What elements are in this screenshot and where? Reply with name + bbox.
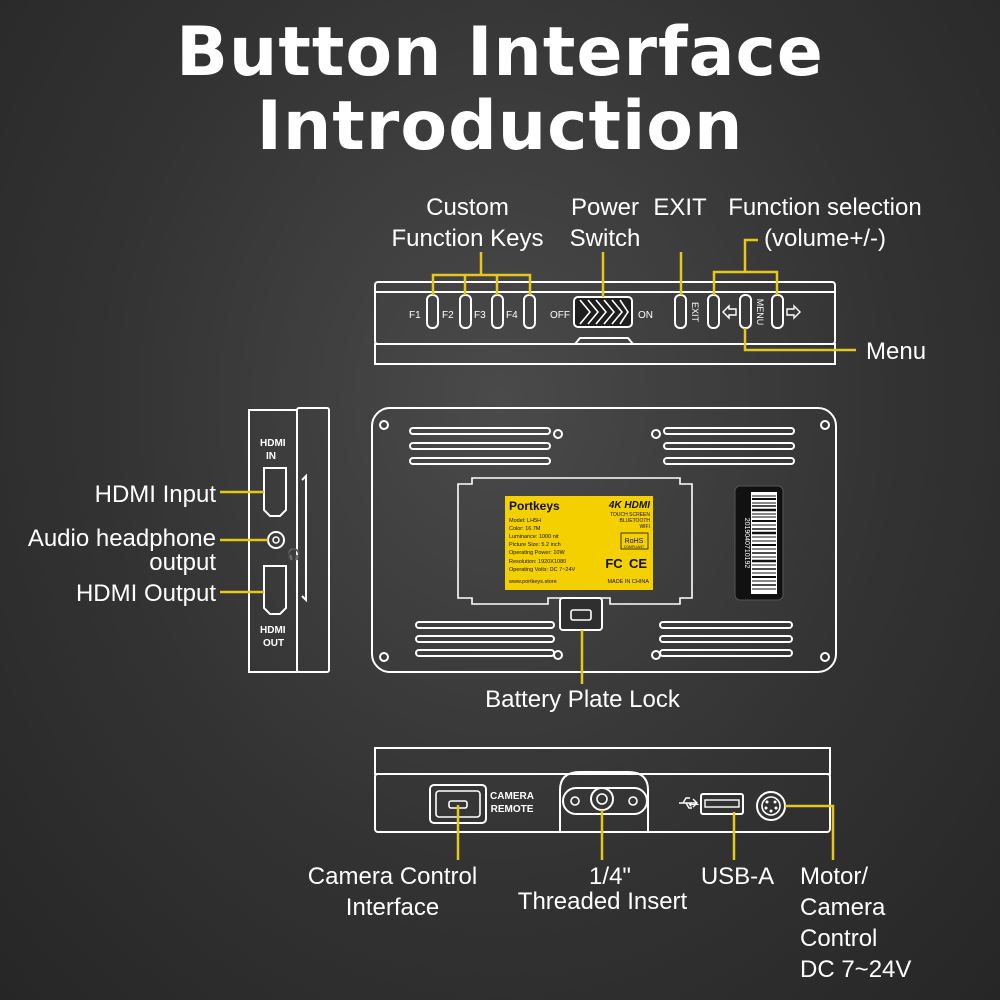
usb-label: USB-A — [700, 863, 775, 890]
right-arrow-icon — [786, 304, 801, 320]
off-text: OFF — [550, 310, 570, 321]
spec-line-4: Operating Power: 10W — [509, 550, 565, 556]
headphone-icon: 🎧 — [287, 548, 301, 561]
headphone-jack[interactable] — [267, 531, 285, 549]
bottom-callout-lines — [456, 804, 835, 860]
menu-button[interactable] — [739, 294, 752, 329]
left-arrow-icon — [722, 304, 737, 320]
thread-label-1: 1/4" — [589, 863, 631, 890]
f4-text: F4 — [506, 310, 518, 321]
website-text: www.portkeys.store — [508, 579, 557, 585]
serial-barcode: 2019040710192 — [734, 485, 784, 601]
serial-text: 2019040710192 — [743, 518, 750, 569]
spec-sub-1: BLUETOOTH — [620, 518, 651, 524]
hdmi-input-port[interactable] — [263, 467, 287, 517]
audio-label-1: Audio headphone — [27, 525, 216, 552]
spec-line-3: Picture Size: 5.2 inch — [509, 542, 561, 548]
custom-keys-label-2: Function Keys — [391, 225, 544, 252]
side-callout-lines — [220, 490, 268, 594]
spec-line-2: Luminance: 1000 nit — [509, 534, 559, 540]
usb-symbol-icon — [679, 797, 698, 809]
spec-line-0: Model: LH5H — [509, 518, 541, 524]
battery-plate-lock[interactable] — [559, 597, 603, 631]
top-callout-lines — [431, 238, 856, 352]
camera-control-label-2: Interface — [345, 894, 440, 921]
hdmi-in-text-2: IN — [266, 451, 276, 462]
custom-keys-label-1: Custom — [426, 194, 509, 221]
hdmi-out-text-1: HDMI — [260, 625, 286, 636]
control-buttons: EXIT MENU — [674, 294, 801, 329]
hdmi-output-port[interactable] — [263, 565, 287, 615]
camera-remote-text-2: REMOTE — [491, 804, 534, 815]
made-in-text: MADE IN CHINA — [607, 579, 649, 585]
audio-label-2: output — [149, 549, 216, 576]
title-line-2: Introduction — [256, 87, 744, 166]
function-selection-label: Function selection — [728, 194, 922, 221]
hdmi-input-label: HDMI Input — [94, 481, 216, 508]
power-switch-label-1: Power — [570, 194, 640, 221]
spec-line-1: Color: 16.7M — [509, 526, 541, 532]
power-switch-label-2: Switch — [569, 225, 641, 252]
hdmi-out-text-2: OUT — [263, 638, 284, 649]
motor-control-port[interactable] — [756, 791, 786, 821]
exit-button[interactable] — [674, 294, 687, 329]
menu-text: MENU — [755, 299, 765, 326]
camera-control-label-1: Camera Control — [307, 863, 478, 890]
title-line-1: Button Interface — [176, 13, 824, 92]
top-view — [374, 281, 836, 365]
back-view — [371, 407, 837, 673]
f2-button[interactable] — [459, 294, 472, 329]
spec-sub-0: TOUCH SCREEN — [610, 512, 650, 518]
hdmi-in-text-1: HDMI — [260, 438, 286, 449]
camera-remote-text-1: CAMERA — [490, 791, 534, 802]
f1-text: F1 — [409, 310, 421, 321]
spec-line-5: Resolution: 1920X1080 — [509, 559, 566, 565]
f2-text: F2 — [442, 310, 454, 321]
threaded-insert[interactable] — [562, 787, 648, 815]
motor-label-4: DC 7~24V — [800, 956, 912, 983]
motor-label-1: Motor/ — [800, 863, 869, 890]
rohs-sub-text: COMPLIANT — [624, 545, 645, 549]
usb-a-port[interactable] — [700, 793, 744, 815]
fc-mark: FC — [605, 556, 623, 571]
right-arrow-button[interactable] — [771, 294, 784, 329]
spec-line-6: Operating Volts: DC 7~24V — [509, 567, 576, 573]
battery-plate-lock-label: Battery Plate Lock — [485, 686, 680, 713]
rohs-text: RoHS — [625, 538, 644, 545]
motor-label-2: Camera — [800, 894, 886, 921]
menu-label: Menu — [866, 338, 927, 365]
motor-label-3: Control — [800, 925, 878, 952]
spec-sub-2: WIFI — [639, 524, 650, 530]
power-switch[interactable]: OFF ON — [550, 296, 653, 328]
left-arrow-button[interactable] — [707, 294, 720, 329]
f1-button[interactable] — [426, 294, 439, 329]
f3-text: F3 — [474, 310, 486, 321]
f3-button[interactable] — [491, 294, 504, 329]
ce-mark: CE — [629, 556, 647, 571]
hdmi-output-label: HDMI Output — [75, 580, 216, 607]
exit-text: EXIT — [690, 302, 700, 323]
spec-label: Portkeys 4K HDMI TOUCH SCREEN BLUETOOTH … — [505, 496, 653, 590]
side-ports: HDMI IN 🎧 HDMI OUT — [260, 438, 301, 649]
volume-label: (volume+/-) — [763, 225, 887, 252]
brand-text: Portkeys — [509, 499, 560, 513]
spec-header-text: 4K HDMI — [608, 500, 650, 511]
on-text: ON — [638, 310, 653, 321]
exit-label: EXIT — [653, 194, 707, 221]
thread-label-2: Threaded Insert — [517, 888, 688, 915]
function-keys: F1 F2 F3 F4 — [409, 294, 536, 329]
f4-button[interactable] — [523, 294, 536, 329]
